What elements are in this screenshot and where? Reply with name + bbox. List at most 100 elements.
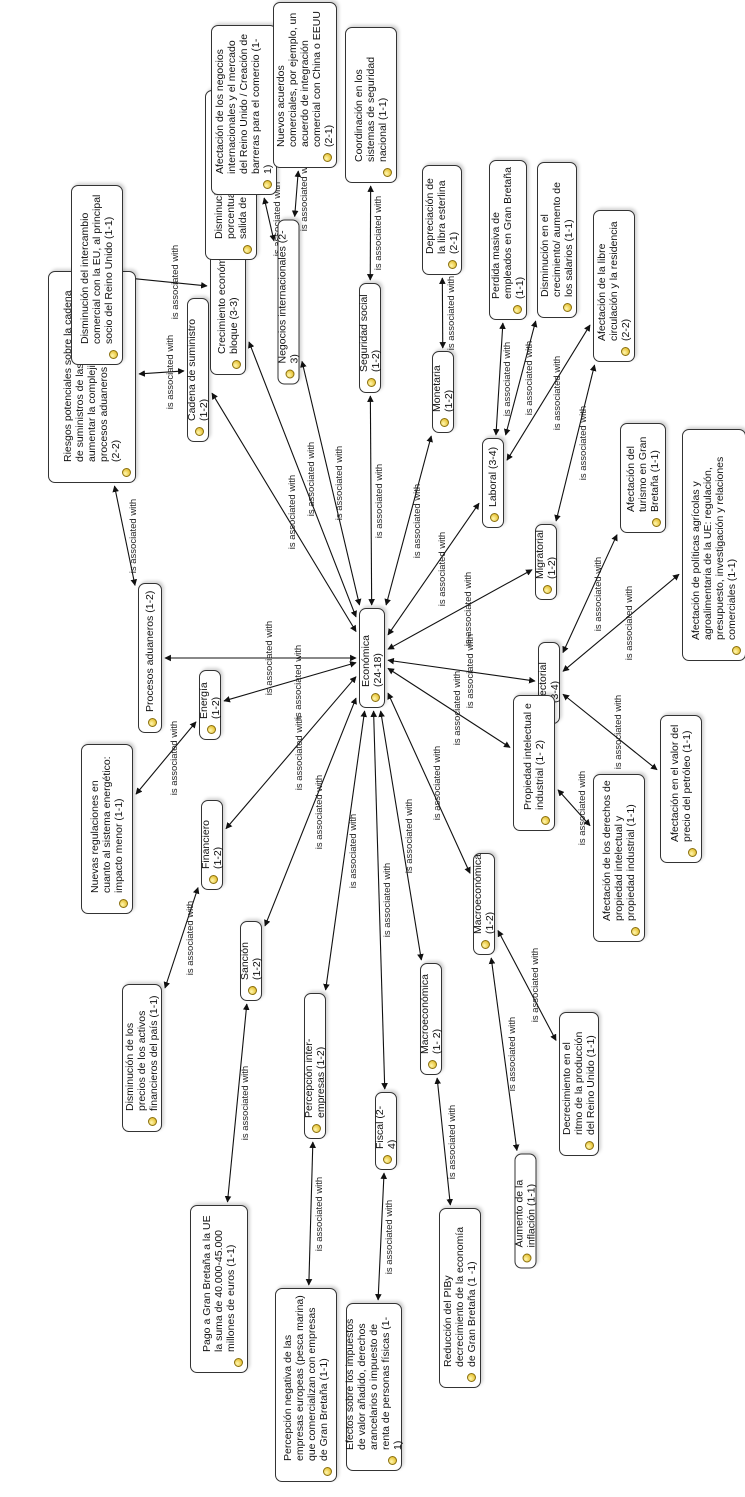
concept-node-nuev[interactable]: Nuevos acuerdos comerciales, por ejemplo…: [273, 2, 337, 168]
concept-node-mon[interactable]: Monetaria (1-2): [431, 351, 455, 433]
concept-node-macro2[interactable]: Macroeconómica (1-2): [472, 853, 496, 955]
concept-label: Afectación del turismo en Gran Bretaña (…: [625, 436, 661, 512]
concept-bulb-icon: [481, 940, 490, 949]
concept-label: Afectación de políticas agrícolas y agro…: [690, 456, 738, 640]
edge-label: is associated with: [530, 948, 541, 1023]
association-edge: [384, 435, 433, 606]
concept-node-san[interactable]: Sanción (1-2): [239, 921, 263, 1001]
concept-node-tur[interactable]: Afectación del turismo en Gran Bretaña (…: [620, 423, 666, 533]
concept-node-neg[interactable]: Negocios internacionales (2-3): [276, 219, 300, 385]
concept-label: Nuevas regulaciones en cuanto al sistema…: [89, 756, 125, 893]
concept-node-coord[interactable]: Coordinación en los sistemas de segurida…: [345, 27, 397, 183]
concept-label: Nuevos acuerdos comerciales, por ejemplo…: [275, 11, 335, 147]
concept-label: Macroeconómica (1- 2): [419, 974, 443, 1054]
association-edge: [224, 1003, 250, 1203]
association-edge: [488, 957, 520, 1152]
association-edge: [262, 197, 276, 242]
concept-node-pago[interactable]: Pago a Gran Bretaña a la UE la suma de 4…: [190, 1205, 248, 1373]
concept-node-afneg[interactable]: Afectación de los negocios internacional…: [211, 25, 277, 195]
concept-node-dsal[interactable]: Disminución en el crecimiento/ aumento d…: [537, 162, 577, 318]
edge-label: is associated with: [164, 335, 176, 410]
concept-node-nreg[interactable]: Nuevas regulaciones en cuanto al sistema…: [81, 744, 133, 914]
association-edge: [497, 929, 557, 1042]
concept-label: Cadena de suministro (1-2): [186, 318, 210, 421]
concept-bulb-icon: [467, 1373, 476, 1382]
concept-label: Energía (1-2): [198, 682, 222, 719]
concept-bulb-icon: [383, 1155, 392, 1164]
concept-bulb-icon: [541, 816, 550, 825]
edge-label: is associated with: [436, 531, 448, 607]
association-edge: [300, 360, 362, 606]
edge-label: is associated with: [293, 644, 304, 720]
edge-label: is associated with: [432, 745, 443, 821]
edge-label: is associated with: [613, 694, 624, 770]
association-edge: [367, 395, 375, 606]
concept-label: Percepción negativa de las empresas euro…: [282, 1295, 330, 1461]
concept-node-eco[interactable]: Económica (24-18): [359, 608, 385, 708]
concept-node-fis[interactable]: Fiscal (2-4): [374, 1092, 398, 1170]
concept-node-cad[interactable]: Cadena de suministro (1-2): [186, 298, 210, 442]
concept-node-perc[interactable]: Percepción inter-empresas (1-2): [303, 993, 327, 1139]
concept-label: Laboral (3-4): [487, 446, 499, 507]
concept-node-macro1[interactable]: Macroeconómica (1- 2): [419, 963, 443, 1075]
concept-node-dint[interactable]: Disminución del intercambio comercial co…: [71, 185, 123, 365]
concept-node-afres[interactable]: Afectación de la libre circulación y la …: [593, 210, 635, 362]
concept-node-prop[interactable]: Propiedad intelectual e industrial (1- 2…: [513, 695, 555, 831]
concept-node-pib[interactable]: Reducción del PIBy decrecimiento de la e…: [439, 1208, 481, 1388]
edge-label: is associated with: [240, 1065, 252, 1141]
concept-bulb-icon: [490, 513, 499, 522]
concept-node-dep[interactable]: Depreciación de la libra esterlina (2-1): [422, 165, 462, 275]
edge-label: is associated with: [169, 244, 181, 320]
concept-bulb-icon: [263, 180, 272, 189]
concept-node-pneg[interactable]: Percepción negativa de las empresas euro…: [275, 1288, 337, 1482]
concept-bulb-icon: [448, 260, 457, 269]
concept-node-efec[interactable]: Efectos sobre los impuestos de valor aña…: [344, 1303, 404, 1471]
edge-label: is associated with: [624, 585, 635, 661]
edge-label: is associated with: [384, 1199, 396, 1274]
concept-bulb-icon: [688, 848, 697, 857]
association-edge: [264, 697, 357, 927]
concept-node-ene[interactable]: Energía (1-2): [198, 670, 222, 740]
concept-label: Financiero (1-2): [200, 819, 224, 869]
edge-label: is associated with: [373, 195, 385, 271]
edge-label: is associated with: [551, 355, 563, 430]
concept-node-mig[interactable]: Migratorial (1-2): [534, 524, 558, 600]
edge-label: is associated with: [411, 483, 423, 558]
edge-label: is associated with: [446, 1104, 458, 1179]
edge-label: is associated with: [313, 1176, 325, 1251]
concept-bulb-icon: [119, 899, 128, 908]
concept-bulb-icon: [243, 245, 252, 254]
concept-label: Efectos sobre los impuestos de valor aña…: [344, 1316, 404, 1450]
association-edge: [163, 886, 200, 989]
association-edge: [225, 676, 357, 830]
edge-label: is associated with: [348, 813, 360, 888]
edge-label: is associated with: [287, 475, 298, 550]
association-edge: [291, 170, 302, 218]
concept-node-fin[interactable]: Financiero (1-2): [200, 800, 224, 890]
concept-node-afprop[interactable]: Afectación de los derechos de propiedad …: [593, 774, 645, 942]
concept-label: Negocios internacionales (2-3): [276, 230, 300, 364]
concept-node-proc[interactable]: Procesos aduaneros (1-2): [138, 583, 162, 733]
association-edge: [223, 661, 357, 703]
concept-node-decr[interactable]: Decrecimiento en el ritmo de la producci…: [559, 1012, 599, 1156]
concept-node-perd[interactable]: Perdida masiva de empleados en Gran Bret…: [489, 160, 527, 320]
concept-node-pet[interactable]: Afectación en el valor del precio del pe…: [660, 715, 702, 863]
edge-label: is associated with: [452, 670, 463, 746]
concept-label: Coordinación en los sistemas de segurida…: [353, 56, 389, 162]
concept-label: Monetaria (1-2): [431, 365, 455, 412]
edge-label: is associated with: [577, 770, 588, 845]
concept-bulb-icon: [109, 350, 118, 359]
concept-node-lab[interactable]: Laboral (3-4): [482, 438, 504, 528]
concept-node-seg[interactable]: Seguridad social (1-2): [358, 283, 382, 393]
edge-label: is associated with: [464, 633, 476, 708]
concept-node-infl[interactable]: Aumento de la inflación (1-1): [513, 1153, 537, 1269]
concept-bulb-icon: [563, 303, 572, 312]
concept-bulb-icon: [209, 875, 218, 884]
edge-label: is associated with: [404, 798, 415, 873]
association-edge: [305, 1141, 316, 1286]
concept-node-agro[interactable]: Afectación de políticas agrícolas y agro…: [682, 429, 745, 661]
concept-node-dpre[interactable]: Disminución de los precios de los activo…: [122, 984, 162, 1132]
association-edge: [557, 789, 591, 827]
concept-bulb-icon: [513, 305, 522, 314]
association-edge: [387, 667, 511, 748]
